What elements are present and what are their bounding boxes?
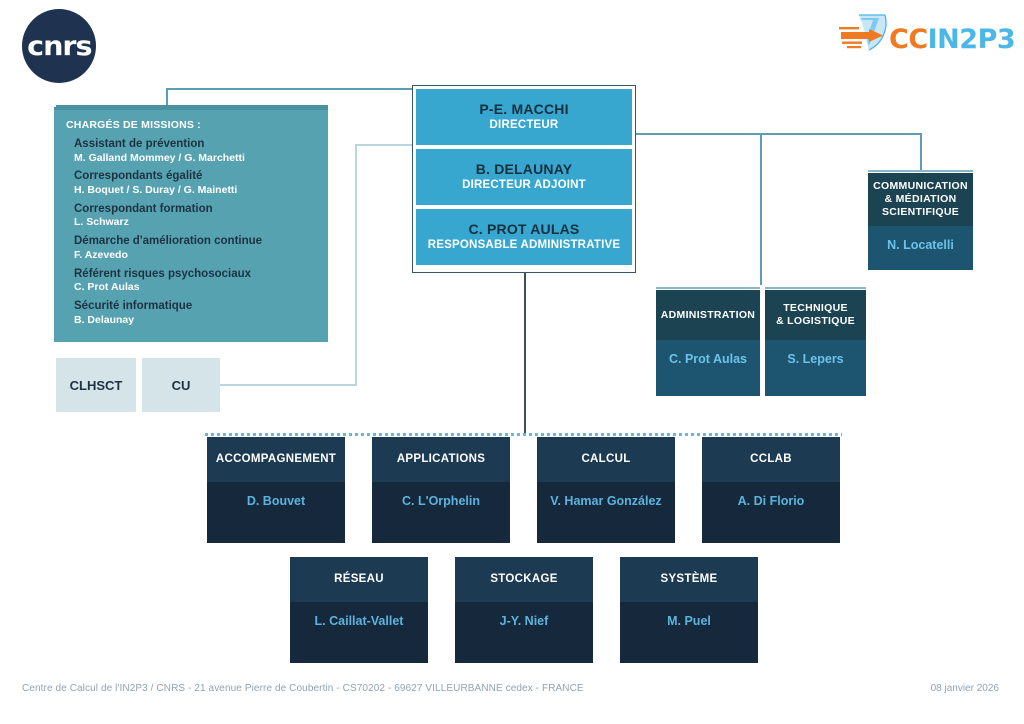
mission-role: Correspondants égalité — [74, 170, 203, 183]
unit-calcul[interactable]: CALCUL V. Hamar González — [537, 437, 675, 543]
unit-accompagnement[interactable]: ACCOMPAGNEMENT D. Bouvet — [207, 437, 345, 543]
direction-role: DIRECTEUR — [489, 118, 559, 131]
cnrs-logo-text: cnrs — [26, 30, 92, 62]
unit-communication-mediation-scientifique[interactable]: COMMUNICATION & MÉDIATION SCIENTIFIQUE N… — [868, 173, 973, 270]
unit-person: C. L'Orphelin — [372, 482, 510, 543]
unit-title: RÉSEAU — [290, 557, 428, 602]
footer-date: 08 janvier 2026 — [930, 683, 999, 694]
direction-name: C. PROT AULAS — [468, 220, 580, 237]
missions-panel-title: CHARGÉS DE MISSIONS : — [66, 119, 201, 131]
cnrs-logo: cnrs — [22, 9, 96, 83]
connector-missions-panel-topbar — [56, 105, 328, 107]
unit-title: CCLAB — [702, 437, 840, 482]
connector-cu-to-direction — [355, 144, 413, 146]
mission-role: Correspondant formation — [74, 202, 213, 215]
unit-title: COMMUNICATION & MÉDIATION SCIENTIFIQUE — [868, 173, 973, 226]
unit-title: SYSTÈME — [620, 557, 758, 602]
unit-title-line2: & LOGISTIQUE — [776, 315, 855, 327]
unit-applications[interactable]: APPLICATIONS C. L'Orphelin — [372, 437, 510, 543]
mission-item: Correspondant formation L. Schwarz — [66, 203, 316, 229]
mission-role: Référent risques psychosociaux — [74, 267, 252, 280]
mission-people: M. Galland Mommey / G. Marchetti — [74, 151, 245, 164]
unit-person: L. Caillat-Vallet — [290, 602, 428, 663]
ccin2p3-wordmark: CCIN2P3 — [889, 24, 1016, 55]
mission-item: Correspondants égalité H. Boquet / S. Du… — [66, 170, 316, 196]
direction-name: P-E. MACCHI — [479, 100, 569, 117]
mission-item: Sécurité informatique B. Delaunay — [66, 300, 316, 326]
mission-role: Démarche d'amélioration continue — [74, 235, 263, 248]
unit-reseau[interactable]: RÉSEAU L. Caillat-Vallet — [290, 557, 428, 663]
ccin2p3-wordmark-cc: CC — [889, 24, 928, 55]
unit-title: STOCKAGE — [455, 557, 593, 602]
unit-person: C. Prot Aulas — [656, 340, 760, 396]
mission-item: Référent risques psychosociaux C. Prot A… — [66, 268, 316, 294]
unit-person: N. Locatelli — [868, 226, 973, 270]
direction-name: B. DELAUNAY — [475, 160, 573, 177]
mission-role: Assistant de prévention — [74, 138, 205, 150]
unit-technique-logistique[interactable]: TECHNIQUE & LOGISTIQUE S. Lepers — [765, 290, 866, 396]
unit-administration[interactable]: ADMINISTRATION C. Prot Aulas — [656, 290, 760, 396]
connector-cu-vertical — [355, 144, 357, 386]
unit-person: S. Lepers — [765, 340, 866, 396]
unit-title-line3: SCIENTIFIQUE — [881, 205, 960, 218]
unit-title-line1: COMMUNICATION — [873, 180, 968, 193]
unit-person: J-Y. Nief — [455, 602, 593, 663]
unit-title-line2: & MÉDIATION — [884, 193, 957, 206]
charges-de-missions-panel: CHARGÉS DE MISSIONS : Assistant de préve… — [54, 107, 328, 342]
unit-title-line1: TECHNIQUE — [783, 302, 848, 315]
direction-box-responsable-administrative[interactable]: C. PROT AULAS RESPONSABLE ADMINISTRATIVE — [416, 209, 632, 265]
mission-people: H. Boquet / S. Duray / G. Mainetti — [74, 184, 238, 196]
communication-topbar — [868, 170, 973, 172]
unit-systeme[interactable]: SYSTÈME M. Puel — [620, 557, 758, 663]
connector-services-dotted-bus — [205, 433, 842, 436]
unit-title-line1: ADMINISTRATION — [660, 308, 756, 321]
connector-direction-to-services-vertical — [524, 273, 526, 435]
technique-logistique-topbar — [765, 287, 866, 289]
unit-title: TECHNIQUE & LOGISTIQUE — [765, 290, 866, 340]
connector-missions-to-direction-horizontal — [166, 88, 414, 90]
mission-role: Sécurité informatique — [74, 300, 193, 313]
direction-role: DIRECTEUR ADJOINT — [462, 178, 586, 191]
connector-missions-to-direction-vertical — [166, 88, 168, 108]
administration-topbar — [656, 287, 760, 289]
unit-person: M. Puel — [620, 602, 758, 663]
connector-to-communication-vertical — [920, 133, 922, 172]
unit-title: ADMINISTRATION — [656, 290, 760, 340]
unit-person: D. Bouvet — [207, 482, 345, 543]
ccin2p3-logo: CCIN2P3 — [839, 12, 1016, 68]
mission-item: Assistant de prévention M. Galland Momme… — [66, 138, 316, 164]
mission-item: Démarche d'amélioration continue F. Azev… — [66, 235, 316, 261]
unit-stockage[interactable]: STOCKAGE J-Y. Nief — [455, 557, 593, 663]
footer-address: Centre de Calcul de l'IN2P3 / CNRS - 21 … — [22, 683, 584, 694]
direction-role: RESPONSABLE ADMINISTRATIVE — [427, 238, 621, 251]
mission-people: C. Prot Aulas — [74, 281, 140, 294]
unit-title: APPLICATIONS — [372, 437, 510, 482]
mission-people: F. Azevedo — [74, 248, 128, 261]
committee-box-cu[interactable]: CU — [142, 358, 220, 412]
unit-cclab[interactable]: CCLAB A. Di Florio — [702, 437, 840, 543]
direction-stack: P-E. MACCHI DIRECTEUR B. DELAUNAY DIRECT… — [412, 85, 636, 273]
ccin2p3-wordmark-in2p3: IN2P3 — [927, 24, 1016, 55]
unit-person: V. Hamar González — [537, 482, 675, 543]
unit-title: ACCOMPAGNEMENT — [207, 437, 345, 482]
connector-direction-right-horizontal — [636, 133, 922, 135]
committee-box-clhsct[interactable]: CLHSCT — [56, 358, 136, 412]
ccin2p3-arrow-icon — [839, 14, 887, 51]
direction-box-directeur[interactable]: P-E. MACCHI DIRECTEUR — [416, 89, 632, 145]
mission-people: B. Delaunay — [74, 313, 135, 326]
unit-person: A. Di Florio — [702, 482, 840, 543]
unit-title: CALCUL — [537, 437, 675, 482]
connector-cu-horizontal — [220, 384, 356, 386]
direction-box-directeur-adjoint[interactable]: B. DELAUNAY DIRECTEUR ADJOINT — [416, 149, 632, 205]
mission-people: L. Schwarz — [74, 216, 129, 229]
connector-to-support-units-vertical — [760, 133, 762, 285]
